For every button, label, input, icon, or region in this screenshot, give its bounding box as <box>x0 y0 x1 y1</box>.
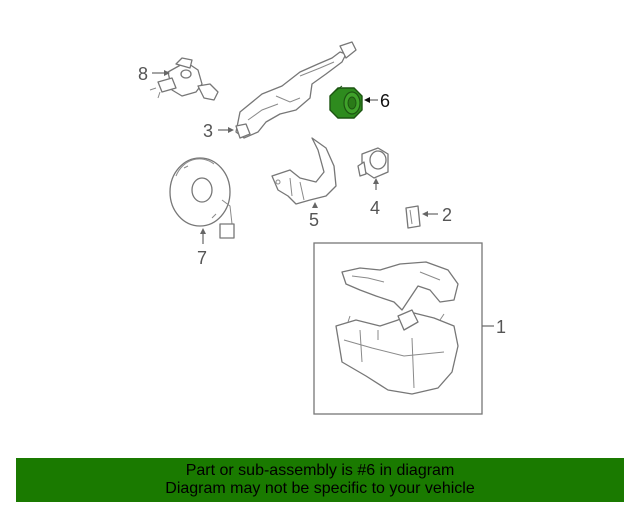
banner-line-2: Diagram may not be specific to your vehi… <box>165 480 475 497</box>
part-6-highlighted[interactable] <box>329 85 363 119</box>
callout-4: 4 <box>370 198 380 218</box>
banner-line-1: Part or sub-assembly is #6 in diagram <box>185 462 455 479</box>
part-2-clip[interactable] <box>405 205 421 229</box>
callout-6: 6 <box>380 91 390 111</box>
callout-3: 3 <box>203 121 213 141</box>
callout-2: 2 <box>442 205 452 225</box>
part-7-clock-spring[interactable] <box>169 157 235 239</box>
info-banner: Part or sub-assembly is #6 in diagram Di… <box>16 458 624 502</box>
callout-8: 8 <box>138 64 148 84</box>
part-8-lock-cylinder[interactable] <box>149 57 219 101</box>
callout-7: 7 <box>197 248 207 268</box>
callout-5: 5 <box>309 210 319 230</box>
part-1-column-cover[interactable] <box>313 242 483 415</box>
callout-1: 1 <box>496 317 506 337</box>
part-5-bracket[interactable] <box>271 137 337 205</box>
part-3-combination-switch[interactable] <box>235 41 357 139</box>
part-4-socket[interactable] <box>357 147 389 179</box>
parts-diagram: 8 3 6 7 5 <box>138 41 506 415</box>
